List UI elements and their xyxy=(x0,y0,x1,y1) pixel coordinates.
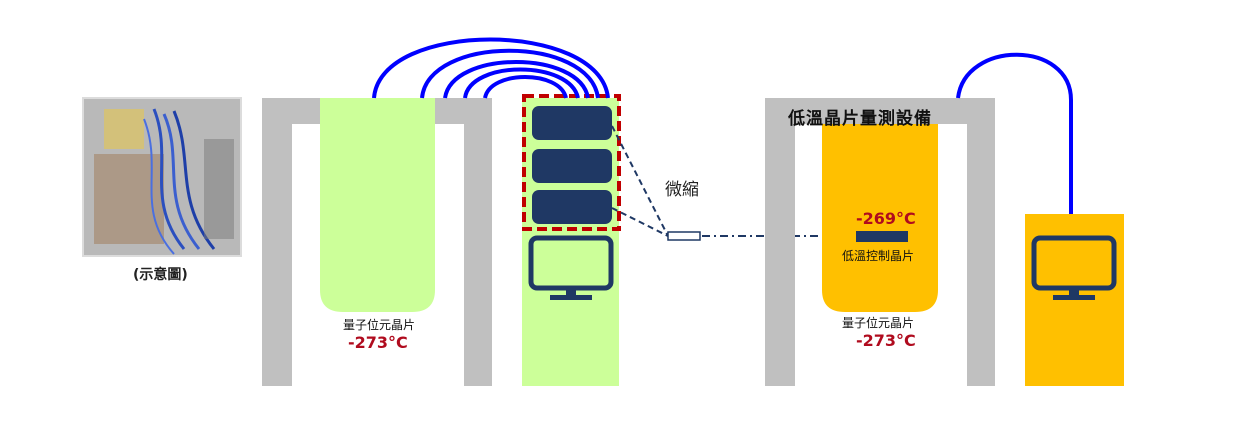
zoom-lines xyxy=(611,125,669,237)
right-qubit-temp: -273°C xyxy=(856,331,916,350)
rack-module-icon xyxy=(532,149,612,183)
control-chip-temp: -269°C xyxy=(856,209,916,228)
highlight-box xyxy=(522,94,621,231)
left-qubit-temp: -273°C xyxy=(348,333,408,352)
equipment-title: 低溫晶片量測設備 xyxy=(788,109,932,129)
right-qubit-chamber xyxy=(822,124,938,312)
photo-caption: (示意圖) xyxy=(133,267,188,283)
cable-icon xyxy=(372,37,610,99)
right-frame-left xyxy=(765,98,795,386)
control-chip-label: 低溫控制晶片 xyxy=(842,249,915,263)
monitor-icon xyxy=(528,235,614,300)
rack-module-icon xyxy=(532,190,612,224)
left-frame-left xyxy=(262,98,292,386)
left-frame-right xyxy=(464,98,492,386)
right-frame-top xyxy=(765,98,995,124)
left-qubit-chamber xyxy=(320,98,435,312)
right-frame-right xyxy=(967,98,995,386)
right-qubit-label: 量子位元晶片 xyxy=(842,316,915,330)
monitor-icon xyxy=(1031,235,1117,300)
mini-chip xyxy=(667,231,701,241)
miniaturize-label: 微縮 xyxy=(665,180,699,200)
cryo-photo-illustration xyxy=(84,99,240,255)
cable-icon xyxy=(956,52,1073,214)
cryostat-photo xyxy=(82,97,242,257)
left-electronics-rack xyxy=(522,98,619,386)
left-qubit-label: 量子位元晶片 xyxy=(343,318,416,332)
rack-module-icon xyxy=(532,106,612,140)
control-chip xyxy=(856,231,908,242)
